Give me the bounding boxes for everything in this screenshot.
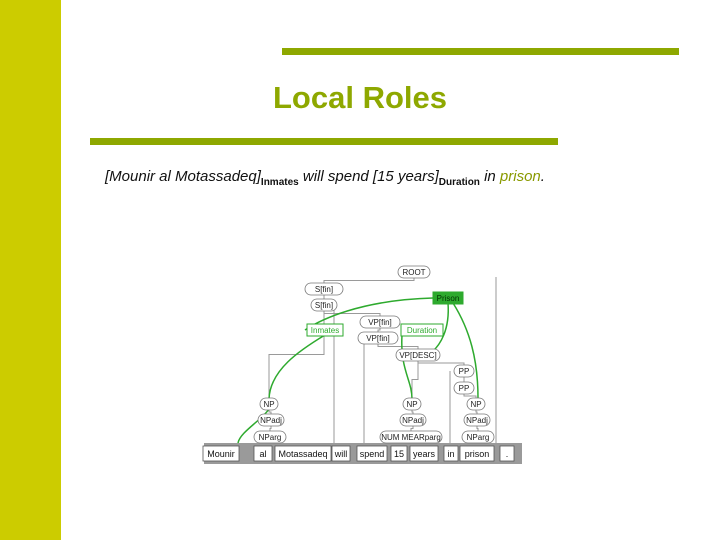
token-label: years <box>413 449 436 459</box>
sentence-period: . <box>540 168 545 185</box>
tree-edge <box>476 425 479 432</box>
tree-node <box>357 331 399 345</box>
tree-edge <box>475 409 478 415</box>
tree-node <box>453 381 475 395</box>
sentence-inmates-span: [Mounir al Motassadeq] <box>105 168 261 185</box>
slide-title: Local Roles <box>273 80 447 115</box>
tree-edge <box>377 343 419 350</box>
tree-edge <box>377 327 381 333</box>
token-box <box>331 445 351 462</box>
node-label: Prison <box>437 294 460 303</box>
node-label: S[fin] <box>315 301 333 310</box>
node-label: VP[DESC] <box>399 351 436 360</box>
node-label: NPadj <box>260 416 282 425</box>
tree-edge <box>269 425 272 432</box>
node-label: Inmates <box>311 326 339 335</box>
tree-node <box>399 413 427 427</box>
tree-node <box>461 430 495 444</box>
node-label: Duration <box>407 326 437 335</box>
token-label: Mounir <box>207 449 235 459</box>
sentence-duration-span: will spend [15 years] <box>298 168 439 185</box>
example-sentence: [Mounir al Motassadeq]Inmates will spend… <box>105 168 545 188</box>
token-label: in <box>447 449 454 459</box>
tree-edge <box>417 360 465 366</box>
tree-node <box>463 413 491 427</box>
node-label: PP <box>459 367 470 376</box>
tree-node <box>259 397 279 411</box>
tree-node <box>310 298 338 312</box>
node-label: NP <box>263 400 274 409</box>
title-rule-bottom <box>90 138 558 145</box>
tree-node <box>304 282 344 296</box>
role-edge <box>237 408 270 444</box>
tree-node <box>402 397 422 411</box>
tree-edge <box>463 393 477 399</box>
token-label: spend <box>360 449 385 459</box>
tree-edge <box>411 409 414 415</box>
role-edge <box>401 334 413 400</box>
tree-node <box>453 364 475 378</box>
role-edge <box>268 334 326 400</box>
token-box <box>409 445 439 462</box>
token-label: will <box>334 449 348 459</box>
node-label: NUM MEARparg <box>381 433 441 442</box>
tree-node <box>466 397 486 411</box>
token-box <box>274 445 332 462</box>
tree-edge <box>410 425 414 432</box>
role-edge <box>452 302 479 399</box>
token-label: prison <box>465 449 490 459</box>
token-box <box>253 445 273 462</box>
token-box <box>499 445 515 462</box>
sentence-in: in <box>479 168 500 185</box>
node-label: NP <box>470 400 481 409</box>
sentence-inmates-role: Inmates <box>260 177 299 188</box>
node-label: NParg <box>259 433 282 442</box>
token-label: Motassadeq <box>278 449 327 459</box>
tree-node <box>253 430 287 444</box>
token-label: al <box>259 449 266 459</box>
tree-node <box>359 315 401 329</box>
role-node <box>400 323 444 337</box>
node-label: NP <box>406 400 417 409</box>
token-label: . <box>506 449 509 459</box>
node-label: VP[fin] <box>366 334 390 343</box>
token-label: 15 <box>394 449 404 459</box>
token-box <box>459 445 495 462</box>
node-label: ROOT <box>402 268 425 277</box>
node-label: NPadj <box>466 416 488 425</box>
tree-node <box>379 430 443 444</box>
tree-edge <box>411 360 419 399</box>
tree-edge <box>323 277 415 284</box>
token-box <box>390 445 408 462</box>
tree-node <box>395 348 441 362</box>
node-label: NParg <box>467 433 490 442</box>
node-label: VP[fin] <box>368 318 392 327</box>
node-label: S[fin] <box>315 285 333 294</box>
role-node <box>306 323 344 337</box>
tree-node <box>397 265 431 279</box>
token-box <box>202 445 240 462</box>
tree-edge <box>268 409 272 415</box>
tree-node <box>257 413 285 427</box>
sentence-prison: prison <box>499 168 541 185</box>
token-box <box>356 445 388 462</box>
token-box <box>443 445 459 462</box>
node-label: PP <box>459 384 470 393</box>
tree-edge <box>323 310 381 317</box>
node-label: NPadj <box>402 416 424 425</box>
sentence-duration-role: Duration <box>438 177 480 188</box>
left-accent-bar <box>0 0 61 540</box>
role-node <box>432 291 464 305</box>
title-rule-top <box>282 48 679 55</box>
